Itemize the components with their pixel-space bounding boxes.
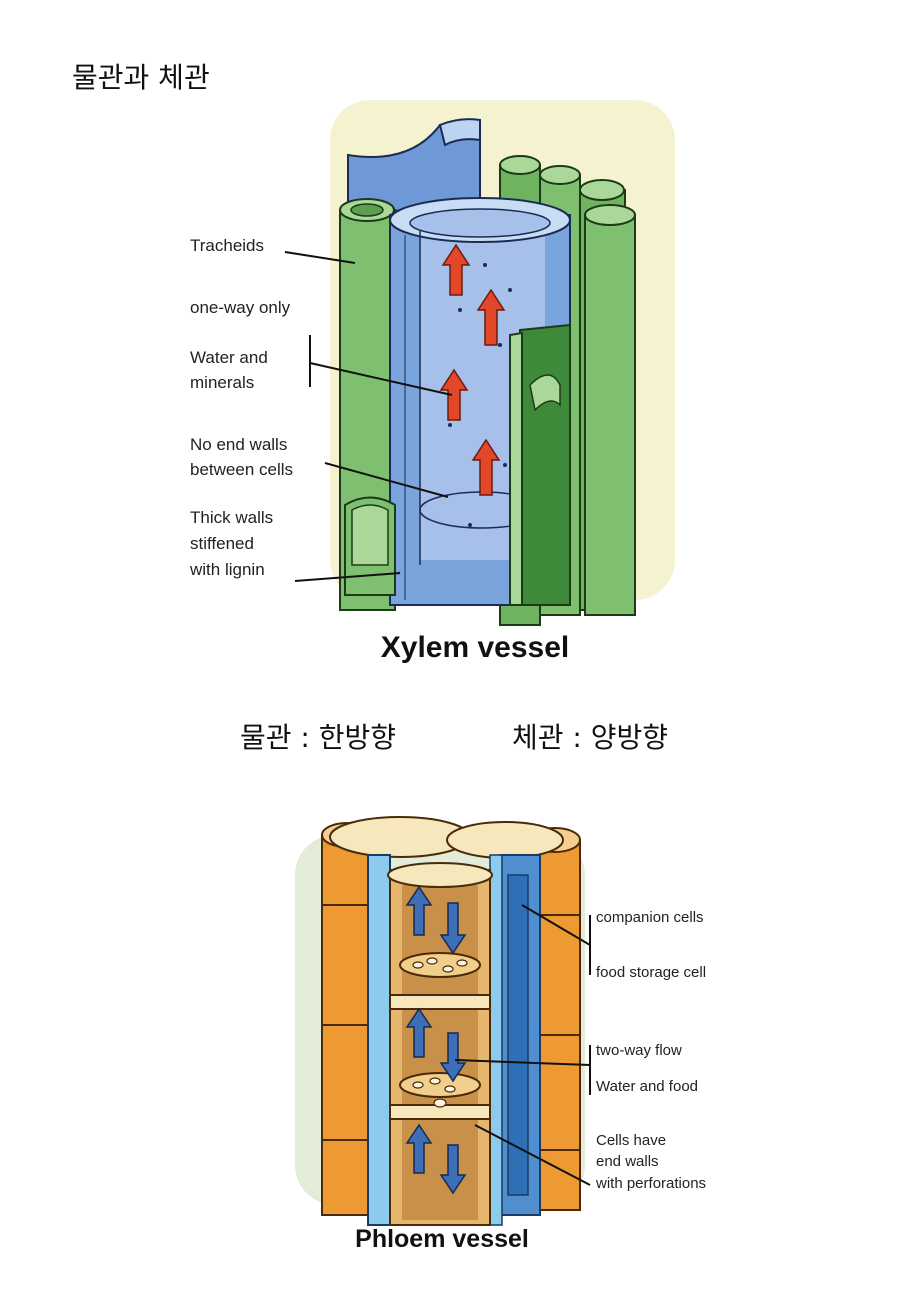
front-left-tracheid — [344, 496, 396, 596]
sieve-pores — [412, 957, 468, 1108]
arrow-up-icon — [405, 885, 433, 936]
page-title: 물관과 체관 — [72, 61, 210, 94]
phloem-caption: Phloem vessel — [355, 1225, 529, 1253]
phloem-leader-lines — [454, 904, 591, 1186]
label-tracheids: Tracheids — [190, 236, 264, 255]
label-water-food: Water and food — [596, 1078, 698, 1095]
label-thick-3: with lignin — [189, 560, 265, 579]
label-water-1: Water and — [190, 348, 268, 367]
comparison-phloem: 체관 : 양방향 — [512, 721, 669, 754]
xylem-flow-arrows — [439, 243, 506, 496]
label-thick-1: Thick walls — [190, 508, 273, 527]
arrow-down-icon — [439, 1032, 467, 1083]
arrow-up-icon — [471, 438, 501, 496]
xylem-labels: Tracheids one-way only Water and mineral… — [189, 236, 293, 579]
phloem-flow-arrows — [405, 885, 467, 1195]
sieve-tube — [387, 862, 493, 1226]
label-cells-1: Cells have — [596, 1132, 666, 1149]
label-cells-3: with perforations — [595, 1175, 706, 1192]
arrow-up-icon — [441, 243, 471, 296]
xylem-leader-lines — [284, 251, 453, 582]
right-tracheid — [509, 323, 571, 606]
arrow-up-icon — [405, 1123, 433, 1174]
label-companion: companion cells — [596, 909, 704, 926]
label-one-way: one-way only — [190, 298, 291, 317]
label-no-end-1: No end walls — [190, 435, 287, 454]
arrow-up-icon — [405, 1007, 433, 1058]
label-water-2: minerals — [190, 373, 254, 392]
left-light-wall — [367, 854, 391, 1226]
xylem-caption: Xylem vessel — [381, 631, 569, 664]
label-two-way: two-way flow — [596, 1042, 682, 1059]
label-cells-2: end walls — [596, 1153, 659, 1170]
top-cap-right — [446, 821, 564, 859]
arrow-down-icon — [439, 1144, 467, 1195]
comparison-xylem: 물관 : 한방향 — [240, 721, 397, 754]
phloem-diagram: companion cells food storage cell two-wa… — [295, 816, 706, 1253]
label-no-end-2: between cells — [190, 460, 293, 479]
arrow-up-icon — [439, 368, 469, 421]
label-storage: food storage cell — [596, 964, 706, 981]
arrow-up-icon — [476, 288, 506, 346]
label-thick-2: stiffened — [190, 534, 254, 553]
arrow-down-icon — [439, 902, 467, 955]
xylem-diagram: Tracheids one-way only Water and mineral… — [189, 100, 675, 664]
phloem-labels: companion cells food storage cell two-wa… — [595, 909, 706, 1192]
